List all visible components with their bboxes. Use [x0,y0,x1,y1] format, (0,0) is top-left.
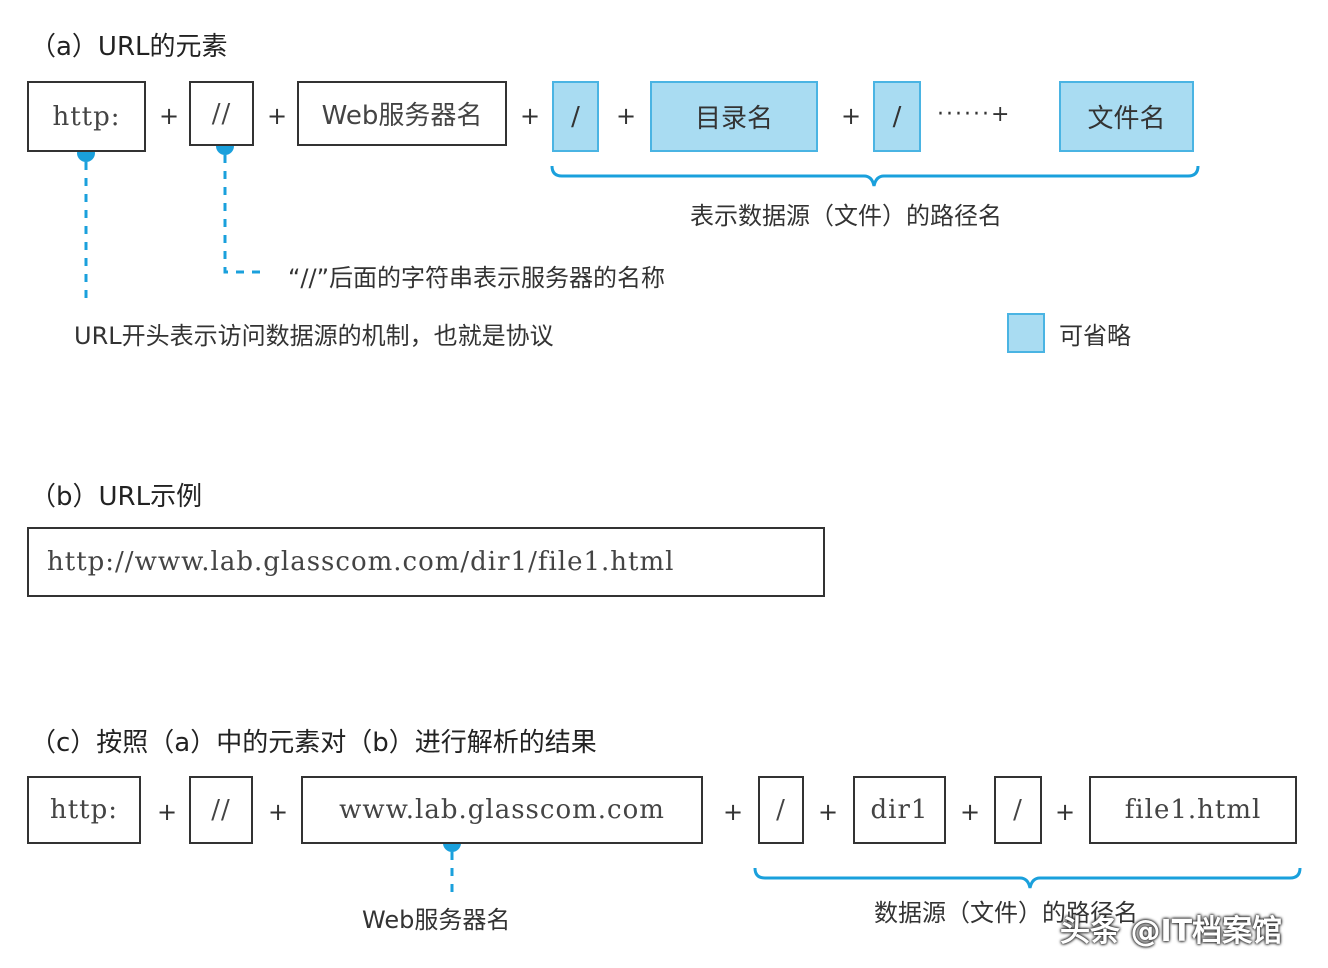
slash-note: “//”后面的字符串表示服务器的名称 [288,264,666,292]
directory-box-optional: 目录名 [650,81,818,152]
watermark: 头条 @IT档案馆 [1060,914,1283,949]
slash-box: / [994,776,1042,844]
server-name-box: www.lab.glasscom.com [301,776,703,844]
section-c-title: （c）按照（a）中的元素对（b）进行解析的结果 [30,728,597,758]
slash-box: / [758,776,804,844]
filename-box: file1.html [1089,776,1297,844]
plus-sign: + [1055,798,1076,826]
directory-box: dir1 [853,776,946,844]
double-slash-box: // [189,776,253,844]
path-brace-c [753,867,1302,889]
plus-sign: + [520,102,541,130]
section-a-title: （a）URL的元素 [30,32,228,62]
path-name-label: 表示数据源（文件）的路径名 [690,202,1002,230]
plus-sign: + [157,798,178,826]
path-brace-a [550,165,1200,187]
ellipsis-plus: ······+ [937,102,1012,127]
plus-sign: + [818,798,839,826]
legend-swatch [1007,313,1045,353]
legend-label: 可省略 [1059,322,1131,350]
slash-box-optional: / [873,81,921,152]
example-url-box: http://www.lab.glasscom.com/dir1/file1.h… [27,527,825,597]
web-server-box: Web服务器名 [297,81,507,146]
protocol-box: http: [27,81,146,152]
server-name-label: Web服务器名 [362,906,511,934]
plus-sign: + [267,102,288,130]
plus-sign: + [616,102,637,130]
section-b-title: （b）URL示例 [30,482,203,512]
plus-sign: + [723,798,744,826]
plus-sign: + [841,102,862,130]
filename-box-optional: 文件名 [1059,81,1194,152]
double-slash-box: // [189,81,254,146]
path-name-label: 数据源（文件）的路径名 [874,899,1138,927]
protocol-box: http: [27,776,141,844]
slash-box-optional: / [552,81,599,152]
plus-sign: + [159,102,180,130]
protocol-note: URL开头表示访问数据源的机制，也就是协议 [74,322,554,350]
slash-connector [223,155,268,274]
plus-sign: + [960,798,981,826]
plus-sign: + [268,798,289,826]
